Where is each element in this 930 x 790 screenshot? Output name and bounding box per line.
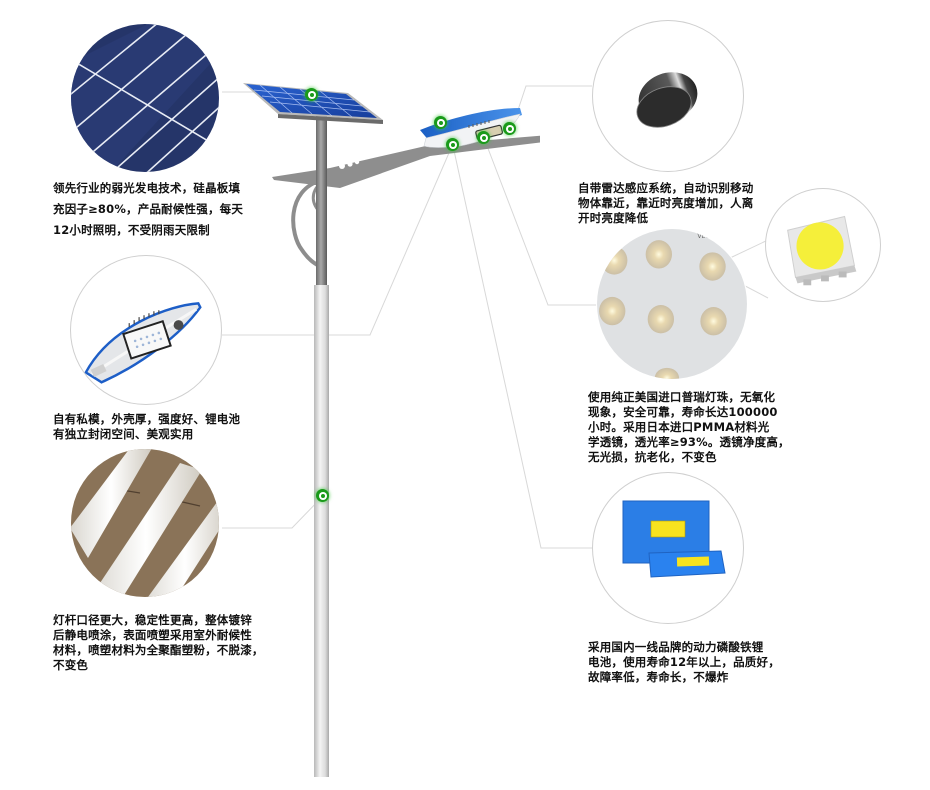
led-lens-detail-image: VEC — [596, 228, 748, 380]
pole-lower-section — [314, 285, 329, 777]
caption-radar-sensor: 自带雷达感应系统，自动识别移动 物体靠近，靠近时亮度增加，人离 开时亮度降低 — [578, 181, 754, 225]
marker-pole[interactable] — [316, 489, 329, 502]
caption-battery: 采用国内一线品牌的动力磷酸铁锂 电池，使用寿命12年以上，品质好， 故障率低，寿… — [588, 640, 780, 684]
pole-detail-image — [70, 448, 220, 598]
marker-radar-sensor[interactable] — [434, 116, 447, 129]
marker-lamp-housing[interactable] — [446, 138, 459, 151]
caption-lamp-housing: 自有私模，外壳厚，强度好、锂电池 有独立封闭空间、美观实用 — [53, 412, 241, 441]
radar-sensor-detail-image — [592, 20, 744, 172]
solar-panel-detail-image — [70, 23, 220, 173]
smd-led-chip-detail-image — [765, 188, 881, 302]
marker-solar-panel[interactable] — [305, 88, 318, 101]
svg-text:VEC: VEC — [697, 233, 709, 240]
street-light-illustration — [243, 83, 540, 777]
pole-upper-section — [316, 116, 327, 286]
connector-chip-a — [729, 239, 769, 259]
marker-lamp-end[interactable] — [503, 122, 516, 135]
lamp-housing-detail-image — [70, 255, 222, 405]
marker-led-chips[interactable] — [477, 131, 490, 144]
lamp-arm — [272, 135, 540, 188]
caption-pole: 灯杆口径更大，稳定性更高，整体镀锌 后静电喷涂，表面喷塑采用室外耐候性 材料，喷… — [53, 613, 264, 672]
battery-detail-image — [592, 472, 744, 624]
caption-solar-panel: 领先行业的弱光发电技术，硅晶板填 充因子≥80%，产品耐候性强，每天 12小时照… — [53, 181, 244, 237]
caption-led-chips: 使用纯正美国进口普瑞灯珠，无氧化 现象，安全可靠，寿命长达100000 小时。采… — [588, 390, 790, 464]
